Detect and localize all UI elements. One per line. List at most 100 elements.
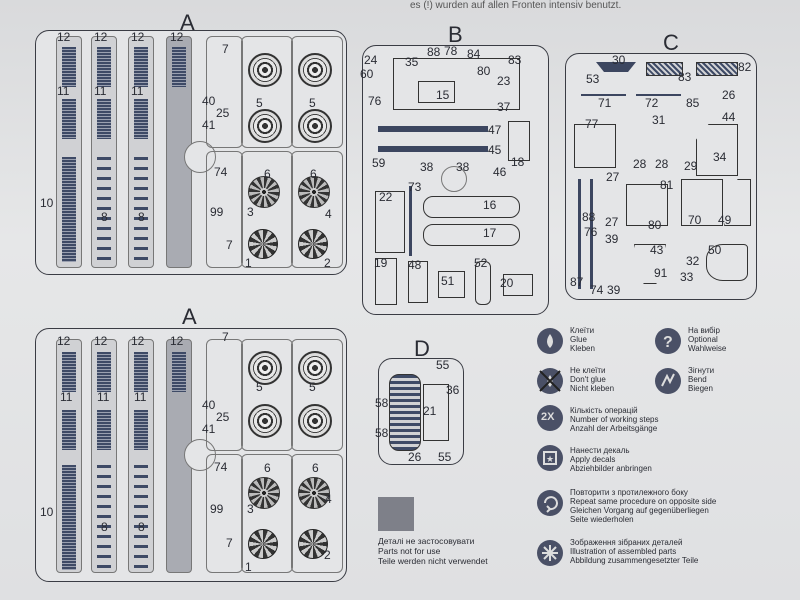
- sprue-b-title: B: [448, 22, 463, 47]
- legend-line: Kleben: [570, 344, 595, 353]
- part-label: 43: [650, 243, 664, 257]
- road-wheel-5: [298, 351, 332, 385]
- bend-icon: [655, 368, 681, 394]
- part-label: 74: [214, 165, 228, 179]
- track-link-12: [62, 47, 76, 87]
- part-label: 99: [210, 502, 224, 516]
- rod-76: [590, 179, 593, 289]
- part-label: 77: [585, 117, 599, 131]
- legend-line: Зігнути: [688, 366, 715, 375]
- sprue-b-frame: [362, 45, 549, 315]
- plate-70: [681, 179, 723, 226]
- legend-steps: Кількість операцій Number of working ste…: [570, 406, 658, 433]
- sprue-a-top-title: A: [180, 10, 195, 35]
- part-label: 72: [645, 96, 659, 110]
- svg-text:?: ?: [663, 334, 673, 351]
- idler-1: [248, 229, 278, 259]
- track-link-12: [172, 352, 186, 392]
- track-link-11: [134, 410, 148, 450]
- part-label: 12: [170, 334, 184, 348]
- part-label: 6: [264, 461, 271, 475]
- part-18-box: [508, 121, 530, 161]
- part-label: 27: [606, 170, 620, 184]
- legend-line: Seite wiederholen: [570, 515, 634, 524]
- part-label: 1: [245, 256, 252, 270]
- legend-line: Parts not for use: [378, 546, 441, 556]
- legend-line: Biegen: [688, 384, 713, 393]
- legend-assembled: Зображення зібраних деталей Illustration…: [570, 538, 698, 565]
- track-guard-58: [389, 374, 421, 451]
- part-label: 80: [477, 64, 491, 78]
- sprue-c-title: C: [663, 30, 679, 55]
- part-label: 15: [436, 88, 450, 102]
- part-52: [475, 261, 491, 305]
- track-link-11: [97, 410, 111, 450]
- part-label: 85: [686, 96, 700, 110]
- steps-icon: 2X: [537, 405, 563, 431]
- track-column: [128, 339, 154, 573]
- part-label: 88: [427, 45, 441, 59]
- legend-line: Gleichen Vorgang auf gegenüberliegen: [570, 506, 709, 515]
- part-label: 12: [170, 30, 184, 44]
- part-label: 83: [678, 70, 692, 84]
- part-label: 12: [57, 334, 71, 348]
- part-label: 2: [324, 548, 331, 562]
- idler-2: [298, 229, 328, 259]
- road-wheel-5: [248, 351, 282, 385]
- part-label: 3: [247, 502, 254, 516]
- road-wheel-cell: [241, 339, 293, 451]
- steps-badge: 2X: [541, 411, 555, 423]
- track-column: [56, 36, 82, 268]
- part-label: 25: [216, 106, 230, 120]
- part-label: 52: [474, 256, 488, 270]
- part-label: 1: [245, 560, 252, 574]
- track-column: [128, 36, 154, 268]
- sprocket-cell: [241, 151, 293, 268]
- no-glue-icon: [537, 368, 563, 394]
- rod-72: [636, 94, 681, 96]
- legend-no-glue: Не клеїти Don't glue Nicht kleben: [570, 366, 614, 393]
- part-label: 11: [60, 390, 73, 404]
- track-link-12: [97, 47, 111, 87]
- road-wheel-cell: [241, 36, 293, 148]
- legend-line: Nicht kleben: [570, 384, 615, 393]
- part-label: 11: [57, 84, 70, 98]
- part-label: 45: [488, 143, 502, 157]
- part-label: 76: [368, 94, 382, 108]
- part-label: 31: [652, 113, 666, 127]
- part-label: 6: [312, 461, 319, 475]
- part-label: 55: [436, 358, 450, 372]
- legend-line: Glue: [570, 335, 587, 344]
- road-wheel: [298, 109, 332, 143]
- part-label: 8: [138, 520, 145, 534]
- road-wheel: [248, 404, 282, 438]
- part-label: 76: [584, 225, 598, 239]
- legend-line: Don't glue: [570, 375, 606, 384]
- track-link-12: [134, 47, 148, 87]
- decals-icon: ★: [537, 445, 563, 471]
- part-label: 46: [493, 165, 507, 179]
- part-20: [503, 274, 533, 296]
- sprocket-3: [248, 176, 280, 208]
- part-label: 12: [131, 334, 145, 348]
- legend-bend: Зігнути Bend Biegen: [688, 366, 714, 393]
- plate-81: [626, 184, 668, 226]
- part-label: 5: [256, 380, 263, 394]
- part-label: 71: [598, 96, 612, 110]
- sprue-a-top-frame: [35, 30, 347, 275]
- part-label: 36: [446, 383, 460, 397]
- glue-icon: [537, 328, 563, 354]
- part-label: 23: [497, 74, 511, 88]
- sprocket-4: [298, 176, 330, 208]
- legend-line: Нанести декаль: [570, 446, 630, 455]
- bogie-16: [423, 196, 520, 218]
- part-label: 60: [360, 67, 374, 81]
- sprocket-cell: [241, 454, 293, 573]
- part-22: [375, 191, 405, 253]
- track-link-8: [134, 465, 148, 570]
- track-link-10: [62, 157, 76, 262]
- part-label: 6: [264, 167, 271, 181]
- legend-line: Клеїти: [570, 326, 595, 335]
- sprocket-4: [298, 477, 330, 509]
